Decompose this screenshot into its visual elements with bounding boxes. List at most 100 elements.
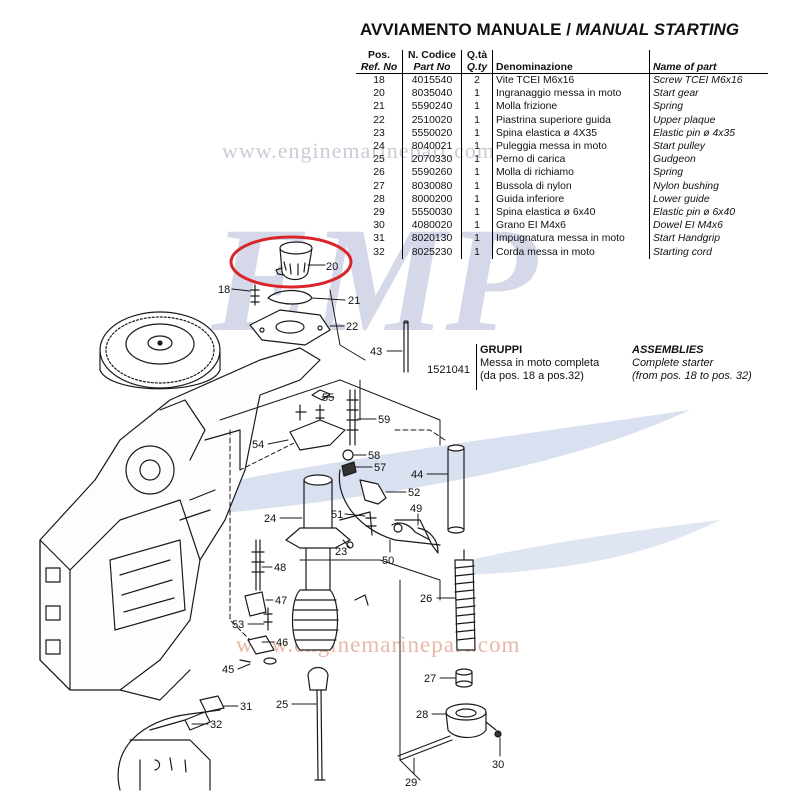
- highlight-circle: [229, 235, 353, 289]
- cell-code: 5550030: [402, 206, 462, 220]
- cell-den: Molla di richiamo: [492, 166, 650, 180]
- callout-31: 31: [240, 701, 252, 713]
- assembly-desc-it: GRUPPI Messa in moto completa (da pos. 1…: [476, 344, 632, 390]
- cell-name: Dowel EI M4x6: [649, 219, 768, 233]
- cell-code: 8025230: [402, 245, 462, 259]
- cell-pos: 24: [373, 141, 385, 153]
- cell-name: Start Handgrip: [649, 232, 768, 246]
- callout-48: 48: [274, 562, 286, 574]
- cell-name: Starting cord: [649, 245, 768, 259]
- cell-name: Spring: [649, 166, 768, 180]
- cell-den: Piastrina superiore guida: [492, 113, 650, 127]
- cell-code: 5590260: [402, 166, 462, 180]
- cell-pos: 26: [373, 167, 385, 179]
- col-name-header: Name of part: [649, 50, 768, 74]
- callout-59: 59: [378, 414, 390, 426]
- cell-name: Start gear: [649, 87, 768, 101]
- callout-55: 55: [322, 392, 334, 404]
- callout-24: 24: [264, 513, 276, 525]
- upper-plaque-parts: [249, 284, 331, 346]
- cell-den: Perno di carica: [492, 153, 650, 167]
- cell-qty: 1: [461, 219, 493, 233]
- cell-qty: 1: [461, 100, 493, 114]
- cell-den: Spina elastica ø 6x40: [492, 206, 650, 220]
- cell-code: 2070330: [402, 153, 462, 167]
- callout-20: 20: [326, 261, 338, 273]
- cell-code: 8030080: [402, 179, 462, 193]
- cell-code: 5550020: [402, 126, 462, 141]
- callout-52: 52: [408, 487, 420, 499]
- assembly-desc-en: ASSEMBLIES Complete starter (from pos. 1…: [632, 344, 792, 383]
- page-title: AVVIAMENTO MANUALE / MANUAL STARTING: [360, 20, 740, 39]
- callout-32: 32: [210, 719, 222, 731]
- cell-qty: 1: [461, 245, 493, 259]
- cell-code: 5590240: [402, 100, 462, 114]
- cell-den: Puleggia messa in moto: [492, 140, 650, 154]
- cell-qty: 1: [461, 179, 493, 193]
- cell-code: 8035040: [402, 87, 462, 101]
- cell-den: Ingranaggio messa in moto: [492, 87, 650, 101]
- watermark-swoosh: [120, 410, 690, 520]
- cell-name: Start pulley: [649, 140, 768, 154]
- cell-den: Impugnatura messa in moto: [492, 232, 650, 246]
- assemblies-heading: ASSEMBLIES: [632, 344, 704, 356]
- cell-pos: 20: [373, 88, 385, 100]
- cell-den: Grano EI M4x6: [492, 219, 650, 233]
- callout-28: 28: [416, 709, 428, 721]
- cell-qty: 1: [461, 87, 493, 101]
- cell-den: Molla frizione: [492, 100, 650, 114]
- callout-49: 49: [410, 503, 422, 515]
- cell-den: Vite TCEI M6x16: [492, 73, 650, 88]
- callout-57: 57: [374, 462, 386, 474]
- cell-qty: 1: [461, 206, 493, 220]
- cell-name: Upper plaque: [649, 113, 768, 127]
- callout-27: 27: [424, 673, 436, 685]
- flywheel: [99, 311, 221, 390]
- callout-47: 47: [275, 595, 287, 607]
- handgrip-assembly: [117, 695, 225, 791]
- rod-part-43: [403, 320, 409, 373]
- groups-heading: GRUPPI: [480, 344, 523, 356]
- cell-name: Elastic pin ø 4x35: [649, 126, 768, 141]
- cell-den: Spina elastica ø 4X35: [492, 126, 650, 141]
- cell-name: Spring: [649, 100, 768, 114]
- cell-code: 4080020: [402, 219, 462, 233]
- callout-50: 50: [382, 555, 394, 567]
- callout-18: 18: [218, 284, 230, 296]
- cell-name: Nylon bushing: [649, 179, 768, 193]
- cell-pos: 18: [373, 75, 385, 86]
- callout-58: 58: [368, 450, 380, 462]
- cell-qty: 1: [461, 166, 493, 180]
- cell-pos: 28: [373, 193, 385, 205]
- callout-30: 30: [492, 759, 504, 771]
- cell-name: Elastic pin ø 6x40: [649, 206, 768, 220]
- lower-guide-assembly: [397, 668, 502, 761]
- callout-23: 23: [335, 546, 347, 558]
- cell-pos: 25: [373, 154, 385, 166]
- callout-26: 26: [420, 593, 432, 605]
- cell-name: Lower guide: [649, 192, 768, 207]
- watermark-swoosh-small: [470, 520, 720, 575]
- cell-den: Corda messa in moto: [492, 245, 650, 259]
- col-den-header: Denominazione: [492, 50, 650, 74]
- col-pos-header: Pos.Ref. No: [356, 50, 403, 74]
- callout-44: 44: [411, 469, 423, 481]
- cell-pos: 30: [373, 220, 385, 232]
- callout-46: 46: [276, 637, 288, 649]
- callout-45: 45: [222, 664, 234, 676]
- cell-qty: 1: [461, 232, 493, 246]
- cell-qty: 1: [461, 153, 493, 167]
- cell-qty: 1: [461, 192, 493, 207]
- assembly-leader-lines: [219, 289, 446, 781]
